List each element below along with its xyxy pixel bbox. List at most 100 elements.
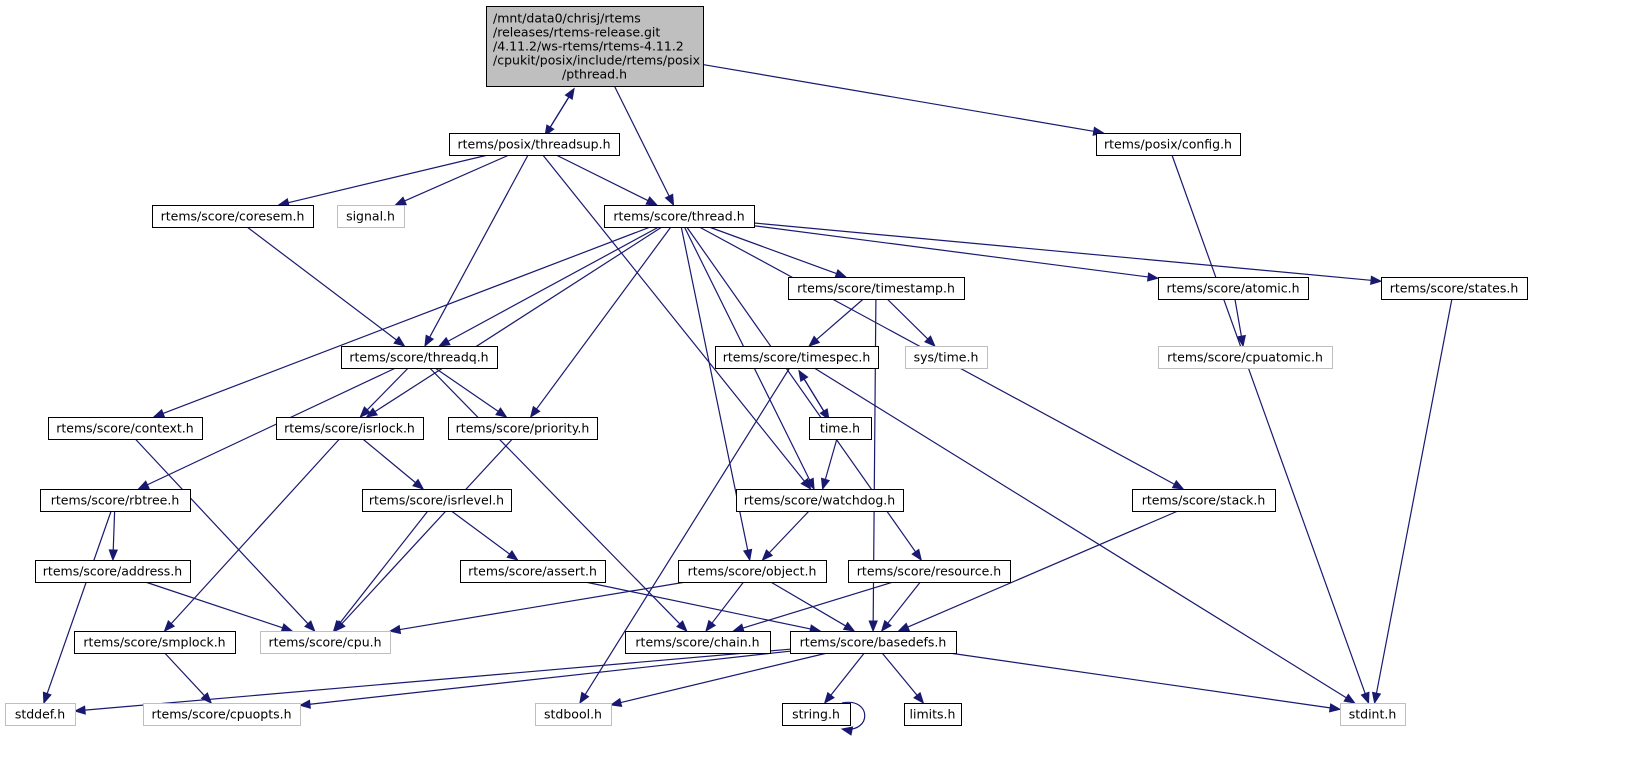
node-box[interactable] xyxy=(678,560,827,583)
edge-object-to-chain xyxy=(711,581,745,624)
node-box[interactable] xyxy=(449,133,620,156)
edge-basedefs-to-limits-arrowhead xyxy=(913,691,925,705)
node-box[interactable] xyxy=(715,346,879,369)
node-basedefs[interactable]: rtems/score/basedefs.h xyxy=(790,631,957,654)
node-box[interactable] xyxy=(736,489,904,512)
node-box[interactable] xyxy=(74,631,236,654)
node-timestamp[interactable]: rtems/score/timestamp.h xyxy=(788,277,965,300)
node-object[interactable]: rtems/score/object.h xyxy=(678,560,827,583)
node-box[interactable] xyxy=(448,417,598,440)
node-address[interactable]: rtems/score/address.h xyxy=(35,560,191,583)
node-rbtree[interactable]: rtems/score/rbtree.h xyxy=(40,489,191,512)
node-systime[interactable]: sys/time.h xyxy=(905,346,988,369)
node-threadsup[interactable]: rtems/posix/threadsup.h xyxy=(449,133,620,156)
node-label: rtems/score/watchdog.h xyxy=(744,493,895,508)
node-config[interactable]: rtems/posix/config.h xyxy=(1096,133,1241,156)
node-box[interactable] xyxy=(1158,346,1333,369)
node-box[interactable] xyxy=(48,417,203,440)
node-box[interactable] xyxy=(152,205,314,228)
edge-timespec-to-stdint xyxy=(813,367,1347,699)
node-threadq[interactable]: rtems/score/threadq.h xyxy=(341,346,498,369)
node-box[interactable] xyxy=(337,205,405,228)
node-box[interactable] xyxy=(276,417,424,440)
node-string[interactable]: string.h xyxy=(782,703,851,726)
node-box[interactable] xyxy=(788,277,965,300)
edge-threadsup-to-thread xyxy=(555,154,649,202)
node-cpu[interactable]: rtems/score/cpu.h xyxy=(260,631,391,654)
node-pthread[interactable]: /mnt/data0/chrisj/rtems/releases/rtems-r… xyxy=(486,6,704,87)
node-label: limits.h xyxy=(910,707,956,722)
node-stddef[interactable]: stddef.h xyxy=(5,703,76,726)
node-box[interactable] xyxy=(40,489,191,512)
node-box[interactable] xyxy=(1340,703,1406,726)
edge-thread-to-threadq xyxy=(447,226,660,342)
edge-timespec-to-stdbool-arrowhead xyxy=(579,691,590,705)
node-limits[interactable]: limits.h xyxy=(904,703,962,726)
edge-timestamp-to-timespec-arrowhead xyxy=(808,335,821,347)
node-atomic[interactable]: rtems/score/atomic.h xyxy=(1158,277,1309,300)
node-box[interactable] xyxy=(1096,133,1241,156)
node-box[interactable] xyxy=(341,346,498,369)
node-stdint[interactable]: stdint.h xyxy=(1340,703,1406,726)
edge-threadq-to-isrlock xyxy=(366,367,409,411)
node-resource[interactable]: rtems/score/resource.h xyxy=(848,560,1011,583)
node-box[interactable] xyxy=(143,703,301,726)
node-box[interactable] xyxy=(1132,489,1276,512)
node-label: rtems/score/smplock.h xyxy=(83,635,225,650)
node-label: rtems/score/priority.h xyxy=(456,421,590,436)
edge-resource-to-basedefs xyxy=(887,581,921,624)
node-box[interactable] xyxy=(782,703,851,726)
node-signal[interactable]: signal.h xyxy=(337,205,405,228)
node-isrlevel[interactable]: rtems/score/isrlevel.h xyxy=(362,489,512,512)
node-label: rtems/score/cpu.h xyxy=(268,635,381,650)
edge-rbtree-to-address-arrowhead xyxy=(108,549,118,562)
node-box[interactable] xyxy=(5,703,76,726)
node-label: stddef.h xyxy=(15,707,65,722)
node-box[interactable] xyxy=(625,631,771,654)
node-smplock[interactable]: rtems/score/smplock.h xyxy=(74,631,236,654)
node-priority[interactable]: rtems/score/priority.h xyxy=(448,417,598,440)
node-label: rtems/score/timespec.h xyxy=(723,350,871,365)
node-box[interactable] xyxy=(604,205,755,228)
node-stdbool[interactable]: stdbool.h xyxy=(535,703,612,726)
edge-address-to-cpu xyxy=(145,581,283,629)
node-box[interactable] xyxy=(848,560,1011,583)
node-label: /releases/rtems-release.git xyxy=(493,25,660,40)
node-box[interactable] xyxy=(535,703,612,726)
node-timespec[interactable]: rtems/score/timespec.h xyxy=(715,346,879,369)
node-box[interactable] xyxy=(460,560,606,583)
node-context[interactable]: rtems/score/context.h xyxy=(48,417,203,440)
node-box[interactable] xyxy=(790,631,957,654)
edge-threadsup-to-threadq-arrowhead xyxy=(424,334,435,348)
node-time[interactable]: time.h xyxy=(809,417,872,440)
node-box[interactable] xyxy=(809,417,872,440)
edge-object-to-chain-arrowhead xyxy=(705,619,717,633)
node-box[interactable] xyxy=(362,489,512,512)
node-coresem[interactable]: rtems/score/coresem.h xyxy=(152,205,314,228)
node-chain[interactable]: rtems/score/chain.h xyxy=(625,631,771,654)
edge-coresem-to-threadq xyxy=(246,226,397,341)
edge-rbtree-to-stddef xyxy=(46,510,112,694)
node-box[interactable] xyxy=(486,6,704,87)
node-box[interactable] xyxy=(35,560,191,583)
edge-thread-to-stack-arrowhead xyxy=(1171,479,1185,490)
node-cpuopts[interactable]: rtems/score/cpuopts.h xyxy=(143,703,301,726)
node-box[interactable] xyxy=(1158,277,1309,300)
node-isrlock[interactable]: rtems/score/isrlock.h xyxy=(276,417,424,440)
node-box[interactable] xyxy=(260,631,391,654)
node-stack[interactable]: rtems/score/stack.h xyxy=(1132,489,1276,512)
node-cpuatomic[interactable]: rtems/score/cpuatomic.h xyxy=(1158,346,1333,369)
node-states[interactable]: rtems/score/states.h xyxy=(1381,277,1528,300)
node-box[interactable] xyxy=(905,346,988,369)
edge-timestamp-to-systime-arrowhead xyxy=(924,335,936,347)
edge-pthread-to-thread xyxy=(613,85,670,197)
node-watchdog[interactable]: rtems/score/watchdog.h xyxy=(736,489,904,512)
edge-thread-to-timestamp xyxy=(708,226,837,275)
node-box[interactable] xyxy=(1381,277,1528,300)
edge-threadsup-to-coresem xyxy=(288,154,489,204)
node-assert[interactable]: rtems/score/assert.h xyxy=(460,560,606,583)
edge-isrlevel-to-assert xyxy=(451,510,510,555)
node-thread[interactable]: rtems/score/thread.h xyxy=(604,205,755,228)
node-box[interactable] xyxy=(904,703,962,726)
edge-states-to-stdint-arrowhead xyxy=(1371,691,1382,705)
